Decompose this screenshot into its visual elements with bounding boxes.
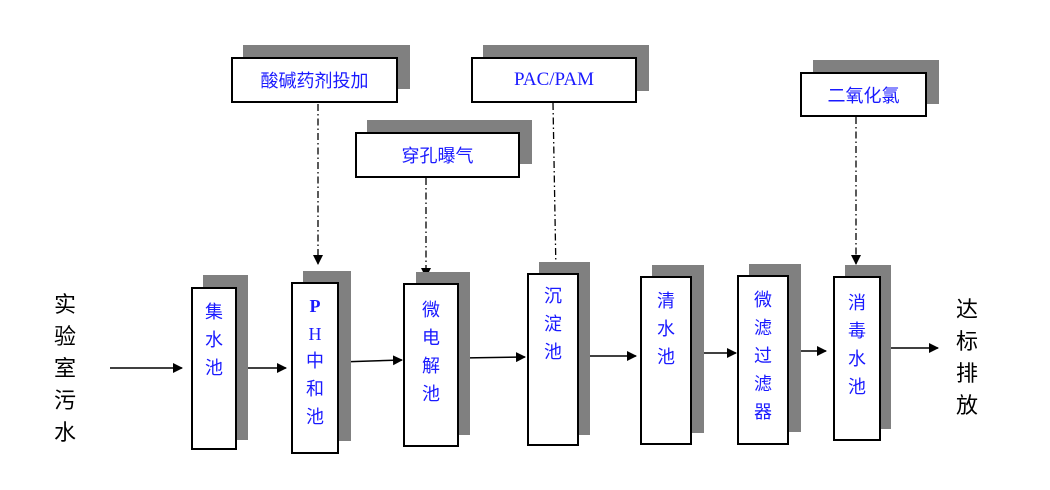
- unit-char: 和: [306, 379, 324, 400]
- output-char: 达: [955, 298, 978, 323]
- unit-char: 池: [205, 358, 223, 379]
- unit-micro-electrolysis-tank: 微 电 解 池: [403, 283, 459, 447]
- unit-collection-tank: 集 水 池: [191, 287, 237, 450]
- unit-char: 解: [422, 356, 440, 377]
- additive-chlorine-dioxide-label: 二氧化氯: [827, 85, 900, 107]
- additive-acid-base-label: 酸碱药剂投加: [260, 71, 369, 92]
- unit-char: 集: [205, 302, 223, 323]
- unit-char: 水: [205, 330, 223, 351]
- unit-char: 淀: [544, 314, 562, 335]
- output-char: 放: [955, 394, 978, 419]
- output-char: 排: [955, 362, 978, 387]
- input-char: 实: [53, 293, 76, 318]
- flow-arrow-3: [460, 352, 526, 363]
- additive-pac-pam: PAC/PAM: [471, 57, 637, 103]
- unit-char: 微: [422, 300, 440, 321]
- unit-char: 滤: [754, 318, 772, 339]
- unit-char: 消: [848, 293, 866, 314]
- additive-pac-pam-label: PAC/PAM: [514, 69, 594, 90]
- unit-char: 滤: [754, 374, 772, 395]
- unit-char: 池: [422, 384, 440, 405]
- unit-char: 微: [754, 290, 772, 311]
- additive-chlorine-dioxide: 二氧化氯: [800, 72, 927, 117]
- unit-char: 水: [657, 319, 675, 340]
- additive-aeration: 穿孔曝气: [355, 132, 520, 178]
- unit-char: 池: [544, 342, 562, 363]
- input-char: 污: [53, 389, 76, 414]
- unit-char: 池: [848, 377, 866, 398]
- unit-char: 水: [848, 349, 866, 370]
- output-char: 标: [955, 330, 978, 355]
- unit-char: 器: [754, 402, 772, 423]
- unit-char: H: [308, 324, 322, 344]
- unit-char: 毒: [848, 321, 866, 342]
- unit-char: 电: [422, 328, 440, 349]
- unit-clear-water-tank: 清 水 池: [640, 276, 692, 445]
- unit-char: 池: [657, 347, 675, 368]
- unit-char: 清: [657, 291, 675, 312]
- unit-char: 沉: [544, 286, 562, 307]
- additive-acid-base: 酸碱药剂投加: [231, 57, 398, 103]
- unit-char: P: [309, 296, 321, 316]
- unit-ph-neutralization-tank: P H 中 和 池: [291, 282, 339, 454]
- output-label: 达 标 排 放: [952, 295, 982, 423]
- input-char: 验: [53, 325, 76, 350]
- unit-char: 中: [306, 351, 324, 372]
- input-label: 实 验 室 污 水: [50, 290, 80, 450]
- unit-microfilter: 微 滤 过 滤 器: [737, 275, 789, 445]
- unit-disinfection-tank: 消 毒 水 池: [833, 276, 881, 441]
- additive-aeration-label: 穿孔曝气: [401, 146, 474, 167]
- dosing-arrow-pac-pam: [550, 102, 561, 274]
- unit-char: 过: [754, 346, 772, 367]
- unit-sedimentation-tank: 沉 淀 池: [527, 273, 579, 446]
- input-char: 水: [53, 421, 76, 446]
- unit-char: 池: [306, 407, 324, 428]
- input-char: 室: [53, 357, 76, 382]
